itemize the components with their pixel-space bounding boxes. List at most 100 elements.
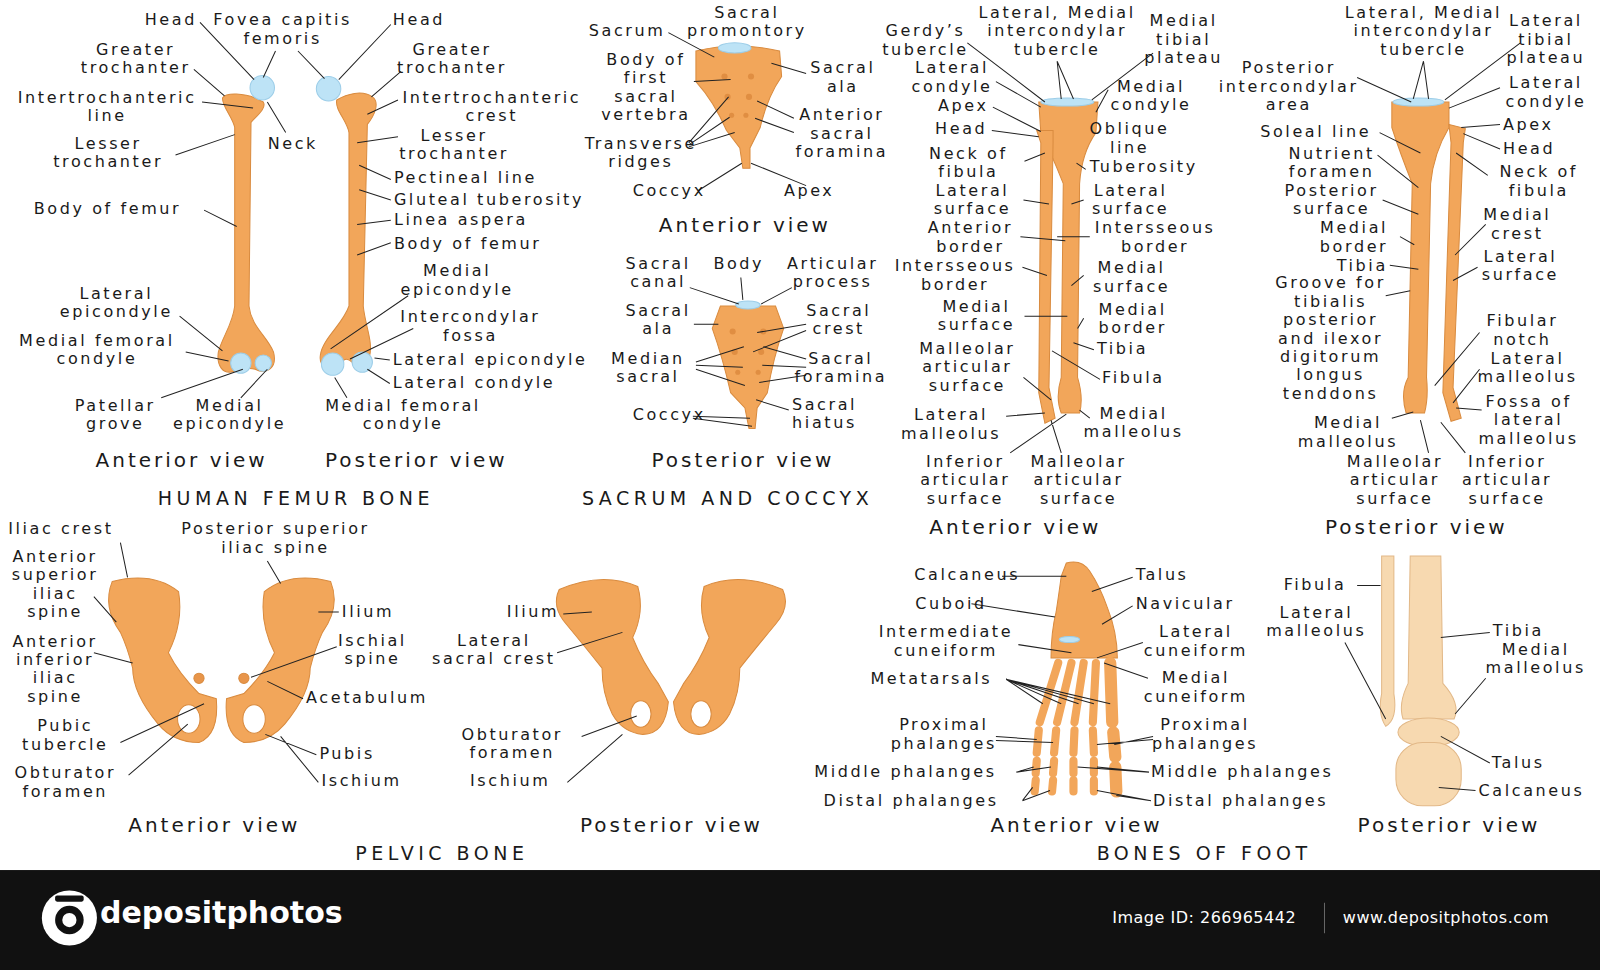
- part-label: Medial condyle: [1109, 78, 1193, 115]
- part-label: Tibia: [1337, 257, 1388, 275]
- part-label: Body: [713, 255, 764, 273]
- part-label: Intersseous border: [893, 257, 1017, 294]
- view-label: Anterior view: [96, 449, 268, 472]
- part-label: Medial epicondyle: [171, 397, 288, 434]
- hip-bone-anterior: [109, 578, 217, 743]
- part-label: Greater trochanter: [79, 41, 192, 78]
- hip-bone-posterior: [556, 580, 668, 735]
- part-label: Greater trochanter: [396, 41, 509, 78]
- part-label: Lateral surface: [932, 182, 1013, 219]
- toe-bones: [1035, 663, 1096, 792]
- part-label: Ischial spine: [336, 632, 408, 669]
- part-label: Tibia: [1097, 340, 1148, 358]
- part-label: Posterior surface: [1283, 182, 1381, 219]
- foramen-dot: [756, 370, 761, 375]
- part-label: Malleolar articular surface: [1029, 453, 1129, 508]
- part-label: Medial border: [1318, 219, 1390, 256]
- part-label: Distal phalanges: [1153, 792, 1328, 810]
- part-label: Sacral promontory: [685, 4, 808, 41]
- part-label: Apex: [1503, 116, 1554, 134]
- tibia: [1401, 556, 1456, 719]
- part-label: Body of femur: [34, 200, 182, 218]
- part-label: Middle phalanges: [1151, 763, 1333, 781]
- logo-lens-core: [62, 913, 76, 927]
- part-label: Medial malleolus: [1484, 641, 1588, 678]
- promontory-cartilage: [718, 43, 751, 53]
- part-label: Lateral condyle: [910, 59, 994, 96]
- part-label: Obturator foramen: [460, 726, 565, 763]
- part-label: Medial crest: [1481, 206, 1553, 243]
- view-label: Posterior view: [325, 449, 508, 472]
- part-label: Acetabulum: [306, 689, 428, 707]
- tibia-posterior: [1392, 102, 1449, 413]
- leader-lines: [94, 22, 1521, 800]
- part-label: Medial femoral condyle: [324, 397, 483, 434]
- tibial-plateau: [1041, 98, 1094, 106]
- view-label: Anterior view: [128, 814, 300, 837]
- part-label: Medial epicondyle: [399, 262, 516, 299]
- part-label: Nutrient foramen: [1287, 145, 1377, 182]
- part-label: Ischium: [321, 772, 401, 790]
- footer-text: Image ID: 266965442: [1112, 909, 1296, 927]
- part-label: Fibula: [1284, 576, 1347, 594]
- tibial-plateau: [1393, 98, 1444, 106]
- part-label: Coccyx: [633, 406, 706, 424]
- part-label: Medial femoral condyle: [17, 332, 176, 369]
- part-label: Proximal phalanges: [1150, 716, 1260, 753]
- big-toe-ray: [1110, 663, 1116, 792]
- foramen-dot: [721, 73, 727, 79]
- acetabulum: [239, 673, 249, 683]
- part-label: Body of first sacral vertebra: [599, 51, 692, 125]
- part-label: Neck of fibula: [927, 145, 1009, 182]
- part-label: Pubic tubercle: [20, 717, 110, 754]
- ankle-posterior: [1380, 556, 1461, 806]
- part-label: Lateral malleolus: [1476, 350, 1580, 387]
- part-label: Medial surface: [936, 298, 1017, 335]
- section-title: SACRUM AND COCCYX: [582, 488, 873, 510]
- part-label: Cuboid: [915, 595, 986, 613]
- part-label: Medial border: [1097, 301, 1169, 338]
- toe-ray: [1073, 663, 1083, 792]
- part-label: Lateral tibial plateau: [1505, 12, 1587, 67]
- part-label: Fibular notch: [1485, 312, 1560, 349]
- part-label: Transverse ridges: [583, 135, 699, 172]
- part-label: Intersseous border: [1093, 219, 1217, 256]
- hip-bone-anterior: [226, 578, 334, 743]
- section-title: BONES OF FOOT: [1097, 843, 1312, 865]
- part-label: Body of femur: [394, 235, 542, 253]
- part-label: Head: [1503, 140, 1555, 158]
- part-label: Median sacral: [609, 350, 686, 387]
- femur-anterior: [218, 94, 274, 372]
- part-label: Lateral surface: [1090, 182, 1171, 219]
- part-label: Ischium: [470, 772, 550, 790]
- part-label: Pectineal line: [394, 169, 537, 187]
- part-label: Lateral cuneiform: [1142, 623, 1250, 660]
- part-label: Middle phalanges: [814, 763, 996, 781]
- part-label: Intercondylar fossa: [398, 308, 542, 345]
- footer-bar: [0, 870, 1600, 970]
- part-label: Head: [145, 11, 197, 29]
- condyle-cartilage: [255, 355, 271, 371]
- sacrum-anterior: [696, 46, 782, 168]
- part-label: Fibula: [1102, 369, 1165, 387]
- foot-rays: [1035, 663, 1117, 792]
- part-label: Lateral malleolus: [1264, 604, 1368, 641]
- part-label: Medial tibial plateau: [1143, 12, 1225, 67]
- fibula-posterior: [1443, 124, 1465, 421]
- part-label: Fossa of lateral malleolus: [1477, 393, 1581, 448]
- part-label: Sacral ala: [808, 59, 877, 96]
- view-label: Posterior view: [580, 814, 763, 837]
- view-label: Anterior view: [990, 814, 1162, 837]
- obturator-foramen: [691, 701, 711, 728]
- calcaneus: [1396, 743, 1461, 806]
- part-label: Inferior articular surface: [918, 453, 1012, 508]
- view-label: Posterior view: [1358, 814, 1541, 837]
- part-label: Sacral ala: [624, 302, 693, 339]
- toe-ray: [1052, 663, 1071, 792]
- part-label: Groove for tibialis posterior and ilexor…: [1274, 274, 1388, 403]
- view-label: Anterior view: [929, 516, 1101, 539]
- body-cartilage: [736, 301, 760, 309]
- footer-logo-icon: [42, 890, 97, 945]
- part-label: Sacral canal: [624, 255, 693, 292]
